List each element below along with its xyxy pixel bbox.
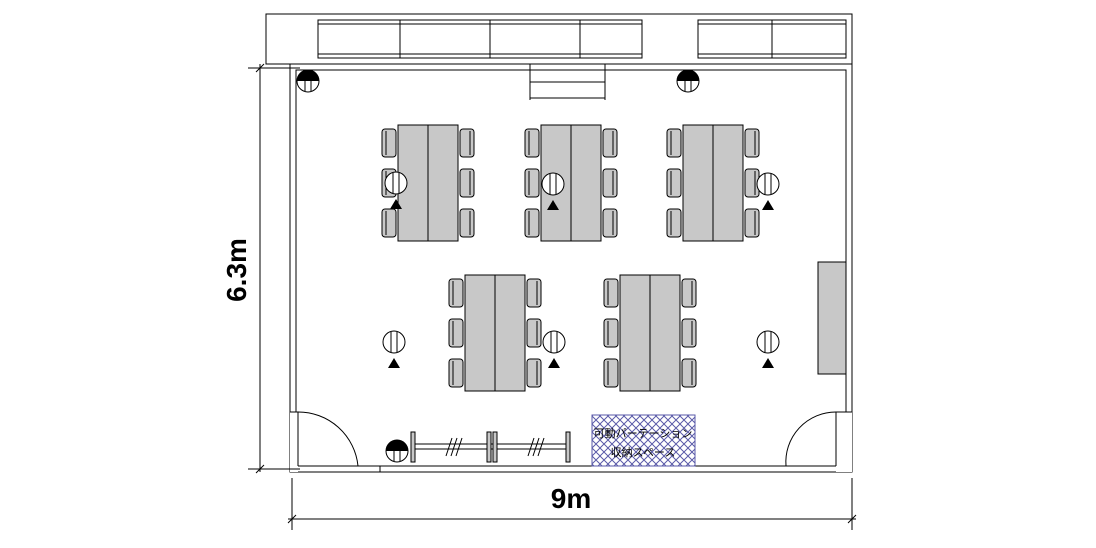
chair [448, 278, 464, 308]
marker-triangle [762, 200, 774, 210]
chair [459, 168, 475, 198]
marker-triangle [390, 199, 402, 209]
threshold [379, 465, 786, 473]
chair [526, 278, 542, 308]
table-group [666, 124, 760, 242]
depth-dimension [248, 63, 300, 474]
ceiling-fixtures [382, 171, 780, 368]
fixture-circle [756, 330, 780, 354]
chair [681, 318, 697, 348]
chair [448, 318, 464, 348]
chair [602, 128, 618, 158]
movable-partition-rail [410, 431, 571, 463]
table-group [448, 274, 542, 392]
wall-light [296, 69, 320, 93]
chair [524, 128, 540, 158]
chair [448, 358, 464, 388]
marker-triangle [762, 358, 774, 368]
depth-label: 6.3m [221, 238, 252, 302]
marker-triangle [388, 358, 400, 368]
door-left[interactable] [297, 411, 380, 467]
chair [459, 128, 475, 158]
chair [603, 278, 619, 308]
chair [602, 168, 618, 198]
width-dimension [287, 478, 857, 530]
storage-label-line1: 可動パーテーション [594, 426, 693, 440]
table-group [381, 124, 475, 242]
marker-triangle [548, 358, 560, 368]
chair [744, 128, 760, 158]
ceiling-fixture [542, 330, 566, 368]
window-fixture [529, 64, 606, 100]
wall-light [385, 439, 409, 463]
chair [603, 318, 619, 348]
marker-triangle [547, 200, 559, 210]
chair [526, 358, 542, 388]
chair [381, 208, 397, 238]
chair [603, 358, 619, 388]
fixture-circle [541, 172, 565, 196]
chair [524, 208, 540, 238]
side-cabinet [817, 261, 847, 375]
ceiling-fixture [384, 171, 408, 209]
width-label: 9m [551, 483, 591, 514]
chair [459, 208, 475, 238]
fixture-circle [542, 330, 566, 354]
ceiling-fixture [541, 172, 565, 210]
wall-light-half [677, 70, 699, 81]
table-group [524, 124, 618, 242]
chair [602, 208, 618, 238]
wall-light [676, 69, 700, 93]
ceiling-fixture [382, 330, 406, 368]
fixture-circle [756, 172, 780, 196]
chair [524, 168, 540, 198]
chair [744, 208, 760, 238]
ceiling-fixture [756, 172, 780, 210]
chair [666, 168, 682, 198]
window-wall [265, 13, 853, 65]
fixture-circle [382, 330, 406, 354]
wall-lights [296, 69, 700, 463]
chair [526, 318, 542, 348]
door-right[interactable] [785, 411, 837, 467]
table-group [603, 274, 697, 392]
chair [666, 208, 682, 238]
wall-light-half [297, 70, 319, 81]
chair [681, 278, 697, 308]
table-groups [381, 124, 760, 392]
fixture-circle [384, 171, 408, 195]
chair [381, 128, 397, 158]
chair [681, 358, 697, 388]
ceiling-fixture [756, 330, 780, 368]
storage-label-line2: 収納スペース [611, 446, 676, 459]
wall-light-half [386, 440, 408, 451]
partition-storage-space: 可動パーテーション 収納スペース [591, 414, 696, 467]
chair [666, 128, 682, 158]
